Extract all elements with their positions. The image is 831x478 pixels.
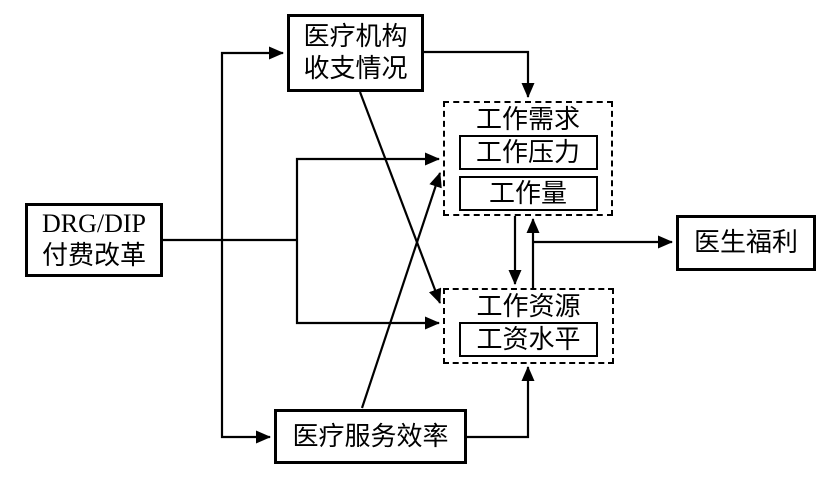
node-doctor-welfare: 医生福利 (676, 215, 816, 271)
doctor-welfare-label: 医生福利 (693, 228, 798, 258)
group-job-demands: 工作需求 工作压力 工作量 (443, 101, 613, 216)
node-work-pressure: 工作压力 (458, 135, 598, 170)
node-payment-reform: DRG/DIP 付费改革 (25, 203, 163, 277)
service-efficiency-label: 医疗服务效率 (292, 421, 449, 451)
node-wage-level: 工资水平 (459, 322, 598, 357)
node-workload: 工作量 (458, 176, 598, 211)
edge-reform-to-efficiency (220, 240, 271, 444)
edge-reform-to-resources (295, 240, 440, 330)
edge-reform-to-institution (220, 46, 284, 240)
payment-reform-line2: 付费改革 (41, 241, 146, 270)
job-demands-title: 工作需求 (475, 105, 580, 134)
node-service-efficiency: 医疗服务效率 (274, 409, 467, 464)
node-institution-finance: 医疗机构 收支情况 (287, 14, 424, 92)
group-job-resources: 工作资源 工资水平 (443, 288, 614, 364)
edge-efficiency-to-demands (360, 172, 442, 409)
edge-reform-to-demands (295, 152, 440, 240)
edge-institution-to-resources (358, 91, 442, 304)
institution-finance-line1: 医疗机构 (303, 22, 408, 52)
edge-institution-to-demands (423, 50, 535, 98)
edge-efficiency-to-resources (466, 366, 535, 439)
institution-finance-line2: 收支情况 (303, 54, 408, 83)
payment-reform-line1: DRG/DIP (41, 209, 146, 239)
job-resources-title: 工作资源 (476, 292, 581, 321)
